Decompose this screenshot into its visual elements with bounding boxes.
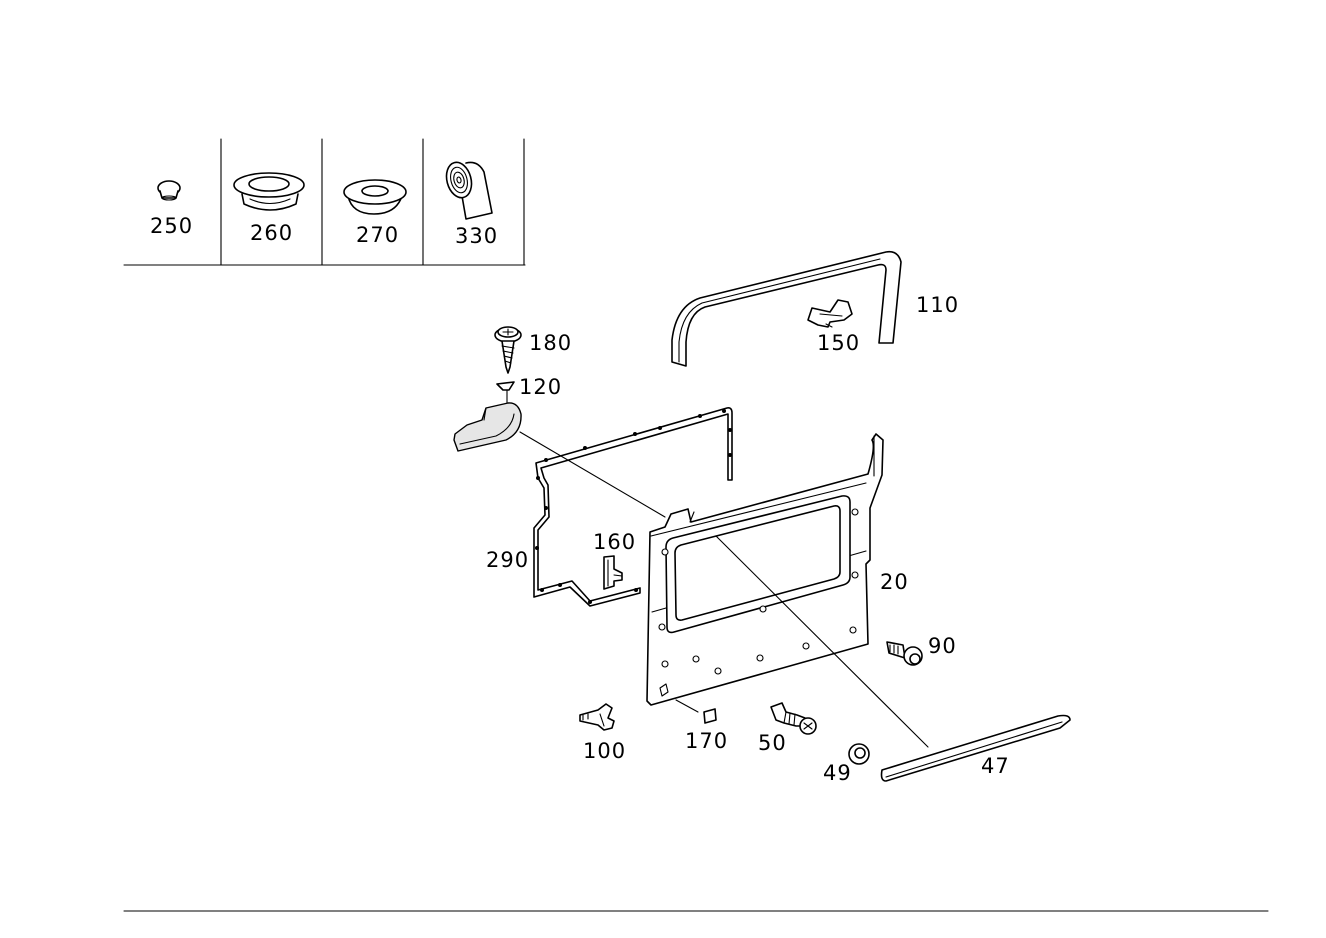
legend-number-270: 270 (356, 223, 399, 247)
callout-290: 290 (486, 548, 529, 572)
door-membrane-seal (533, 407, 733, 607)
screw (494, 326, 522, 374)
pull-handle (453, 402, 522, 452)
door-trim-panel (646, 433, 884, 706)
mounting-bracket (603, 555, 623, 590)
push-rivet (886, 641, 923, 666)
callout-50: 50 (758, 731, 787, 755)
callout-100: 100 (583, 739, 626, 763)
trim-clip (807, 299, 853, 328)
washer (848, 743, 870, 765)
callout-20: 20 (880, 570, 909, 594)
callout-110: 110 (916, 293, 959, 317)
cap (496, 381, 515, 405)
legend-number-260: 260 (250, 221, 293, 245)
leader-lines (519, 431, 929, 748)
callout-49: 49 (823, 761, 852, 785)
push-clip-icon (157, 180, 181, 201)
legend-number-250: 250 (150, 214, 193, 238)
callout-90: 90 (928, 634, 957, 658)
bolt-fastener (770, 702, 817, 735)
large-grommet-icon (233, 172, 305, 211)
legend-table: 250 260 270 330 (123, 138, 526, 266)
blanking-plug (703, 708, 717, 724)
legend-number-330: 330 (455, 224, 498, 248)
callout-170: 170 (685, 729, 728, 753)
window-frame-trim (671, 250, 902, 367)
callout-120: 120 (519, 375, 562, 399)
retaining-clip (579, 703, 615, 731)
callout-180: 180 (529, 331, 572, 355)
trim-moulding-strip (880, 714, 1071, 782)
callout-47: 47 (981, 754, 1010, 778)
tape-roll-icon (445, 161, 493, 220)
callout-150: 150 (817, 331, 860, 355)
callout-160: 160 (593, 530, 636, 554)
small-grommet-icon (343, 179, 407, 215)
